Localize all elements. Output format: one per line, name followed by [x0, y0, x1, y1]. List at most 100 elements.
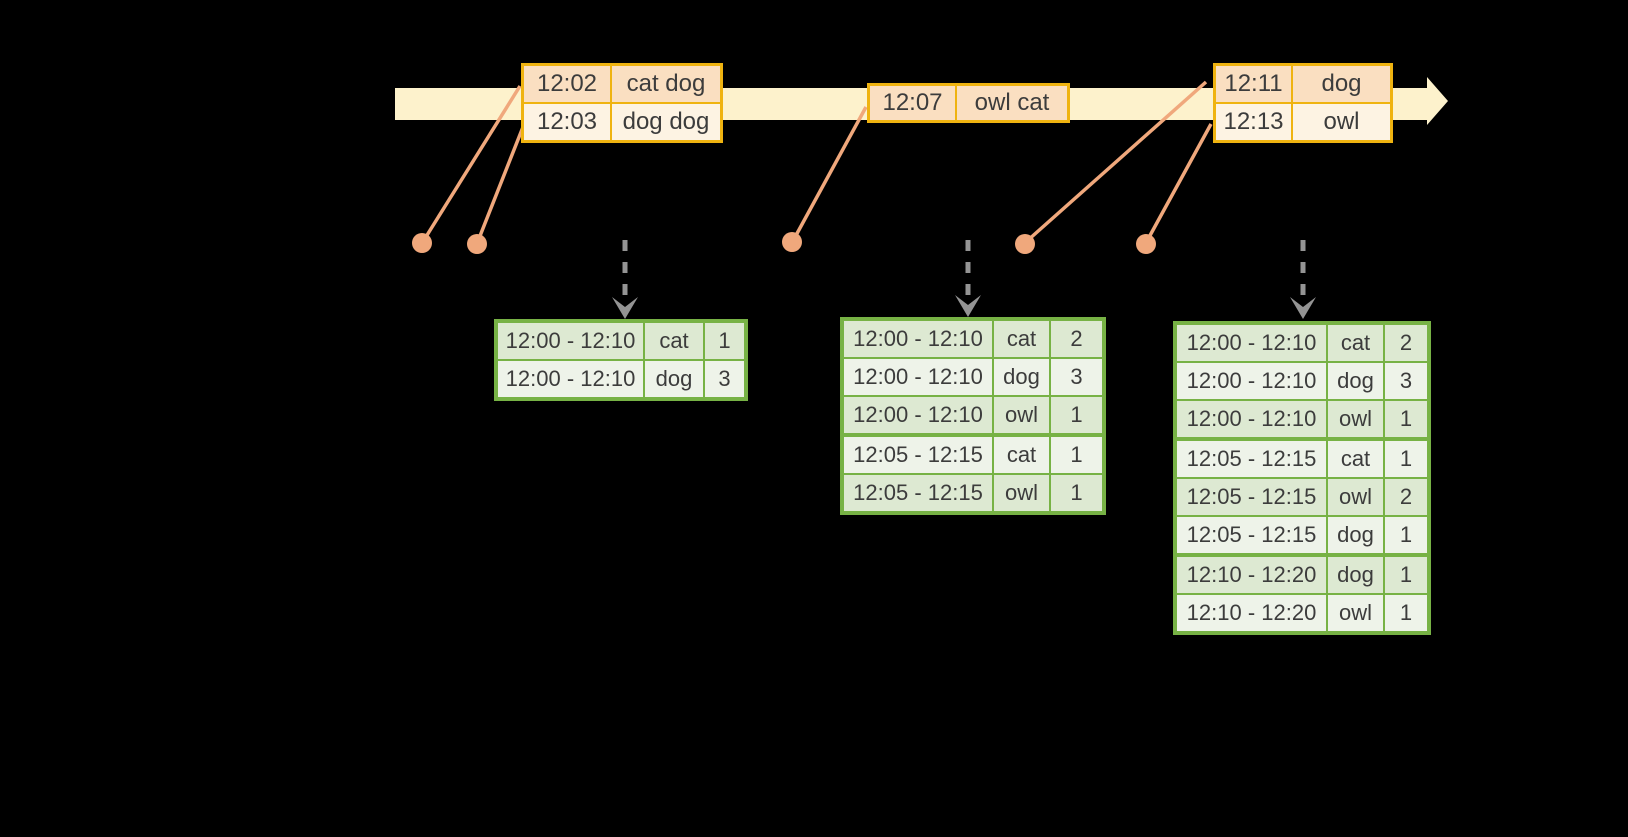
word-cell: dog	[1326, 363, 1383, 399]
window-cell: 12:05 - 12:15	[853, 480, 983, 505]
event-dot	[1015, 234, 1035, 254]
event-words-cell: dog dog	[610, 104, 720, 140]
event-words-cell: owl cat	[955, 86, 1067, 120]
count-cell: 1	[1049, 437, 1102, 473]
window-cell: 12:00 - 12:10	[853, 364, 983, 389]
event-dot	[412, 233, 432, 253]
window-cell: 12:05 - 12:15	[1186, 484, 1317, 509]
word-cell: cat	[1326, 441, 1383, 477]
event-time-cell: 12:13	[1223, 108, 1284, 135]
word-cell: cat	[992, 321, 1049, 357]
event-dot	[467, 234, 487, 254]
word-cell: cat	[643, 323, 703, 359]
count-cell: 1	[703, 323, 744, 359]
event-leader-line	[1025, 80, 1208, 243]
event-leader-line	[1145, 123, 1213, 242]
window-cell: 12:00 - 12:10	[1186, 330, 1317, 355]
word-cell: owl	[1326, 479, 1383, 515]
event-words-cell: owl	[1291, 104, 1390, 140]
window-cell: 12:00 - 12:10	[853, 402, 983, 427]
window-cell: 12:05 - 12:15	[853, 442, 983, 467]
event-row: 12:07 owl cat	[870, 86, 1067, 120]
event-dot	[782, 232, 802, 252]
word-cell: dog	[1326, 517, 1383, 553]
window-cell: 12:00 - 12:10	[505, 366, 636, 391]
count-cell: 3	[703, 361, 744, 397]
word-cell: owl	[1326, 401, 1383, 437]
event-table-3: 12:11 dog 12:13 owl	[1213, 63, 1393, 143]
trigger-arrowheads	[612, 295, 1316, 319]
word-cell: cat	[1326, 325, 1383, 361]
window-cell: 12:00 - 12:10	[853, 326, 983, 351]
word-cell: dog	[992, 359, 1049, 395]
event-leader-line	[476, 126, 525, 242]
word-cell: owl	[1326, 595, 1383, 631]
event-time-cell: 12:07	[882, 89, 943, 116]
down-arrow-icon	[1290, 297, 1316, 319]
count-cell: 3	[1049, 359, 1102, 395]
trigger-arrow-lines	[622, 240, 1306, 300]
event-row: 12:11 dog	[1216, 66, 1390, 102]
event-table-2: 12:07 owl cat	[867, 83, 1070, 123]
word-cell: cat	[992, 437, 1049, 473]
count-cell: 1	[1383, 595, 1427, 631]
window-cell: 12:00 - 12:10	[505, 328, 636, 353]
count-cell: 1	[1383, 401, 1427, 437]
word-cell: owl	[992, 397, 1049, 433]
timeline-arrow-icon	[1427, 77, 1448, 125]
count-cell: 1	[1383, 441, 1427, 477]
window-cell: 12:05 - 12:15	[1186, 522, 1317, 547]
window-cell: 12:10 - 12:20	[1186, 600, 1317, 625]
event-leader-line	[792, 106, 868, 240]
event-dots	[412, 232, 1156, 254]
count-cell: 1	[1383, 517, 1427, 553]
window-cell: 12:00 - 12:10	[1186, 406, 1317, 431]
event-time-cell: 12:02	[536, 70, 598, 97]
count-cell: 2	[1383, 479, 1427, 515]
window-cell: 12:00 - 12:10	[1186, 368, 1317, 393]
event-time-cell: 12:11	[1224, 70, 1283, 97]
down-arrow-icon	[612, 297, 638, 319]
window-cell: 12:05 - 12:15	[1186, 446, 1317, 471]
count-cell: 3	[1383, 363, 1427, 399]
count-cell: 2	[1049, 321, 1102, 357]
event-words-cell: dog	[1291, 66, 1390, 102]
event-leader-lines	[422, 80, 1213, 243]
word-cell: dog	[643, 361, 703, 397]
count-cell: 1	[1383, 557, 1427, 593]
event-table-1: 12:02 cat dog 12:03 dog dog	[521, 63, 723, 143]
event-row: 12:03 dog dog	[524, 102, 720, 140]
down-arrow-icon	[955, 295, 981, 317]
count-cell: 1	[1049, 397, 1102, 433]
event-words-cell: cat dog	[610, 66, 720, 102]
event-time-cell: 12:03	[536, 108, 598, 135]
word-cell: owl	[992, 475, 1049, 511]
count-cell: 2	[1383, 325, 1427, 361]
window-cell: 12:10 - 12:20	[1186, 562, 1317, 587]
count-cell: 1	[1049, 475, 1102, 511]
event-row: 12:02 cat dog	[524, 66, 720, 102]
event-dot	[1136, 234, 1156, 254]
